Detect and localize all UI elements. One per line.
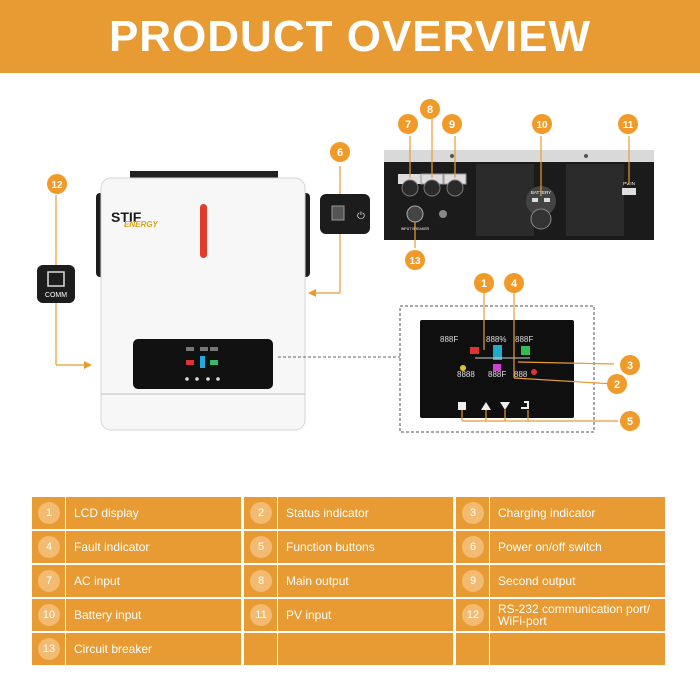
legend-badge: 12: [462, 604, 484, 626]
callout-10: 10: [532, 114, 552, 134]
svg-text:3: 3: [627, 360, 633, 372]
svg-text:6: 6: [337, 147, 343, 159]
lcd-leaders: [461, 293, 618, 422]
lcd-down-button-icon: [500, 402, 510, 410]
svg-text:1: 1: [481, 278, 487, 290]
legend-label: PV input: [278, 599, 456, 631]
legend-badge: 4: [38, 536, 60, 558]
legend-label: [278, 633, 456, 665]
lcd-battery-icon: [521, 346, 530, 355]
lcd-up-button-icon: [481, 402, 491, 410]
brand-logo-line2: ENERGY: [124, 220, 158, 229]
comm-port-detail: COMM: [37, 195, 92, 369]
callout-11: 11: [618, 114, 638, 134]
legend-number-cell: 6: [456, 531, 490, 563]
legend-badge: 10: [38, 604, 60, 626]
product-diagram: STIF ENERGY COMM ⏻: [37, 99, 654, 433]
legend-badge: 11: [250, 604, 272, 626]
lcd-segment: 888F: [440, 335, 458, 344]
lcd-segment: 888F: [515, 335, 533, 344]
callout-8: 8: [420, 99, 440, 119]
svg-text:4: 4: [511, 278, 518, 290]
legend-label: Function buttons: [278, 531, 456, 563]
legend-number-cell: 11: [244, 599, 278, 631]
legend-number-cell: 5: [244, 531, 278, 563]
legend-number-cell: 8: [244, 565, 278, 597]
legend-number-cell: 13: [32, 633, 66, 665]
rear-panel: BATTERY PV IN INPUT BREAKER: [384, 150, 654, 240]
legend-number-cell: 9: [456, 565, 490, 597]
svg-text:5: 5: [627, 416, 633, 428]
legend-label: Charging indicator: [490, 497, 668, 529]
comm-label: COMM: [45, 292, 67, 299]
callout-12: 12: [47, 174, 67, 194]
callout-6: 6: [330, 142, 350, 162]
legend-badge: 13: [38, 638, 60, 660]
svg-text:9: 9: [449, 119, 455, 131]
callout-7: 7: [398, 114, 418, 134]
svg-text:13: 13: [409, 256, 421, 267]
legend-label: Status indicator: [278, 497, 456, 529]
legend-number-cell: 3: [456, 497, 490, 529]
legend-badge: 5: [250, 536, 272, 558]
brand-logo-line1: STIF: [111, 209, 142, 225]
legend-badge: 9: [462, 570, 484, 592]
legend-label: [490, 633, 668, 665]
legend-number-cell: 7: [32, 565, 66, 597]
lcd-inverter-icon: [493, 345, 502, 360]
status-light-bar: [200, 204, 207, 258]
legend-number-cell: 10: [32, 599, 66, 631]
callout-13: 13: [405, 250, 425, 270]
legend-badge: 7: [38, 570, 60, 592]
callout-3: 3: [620, 355, 640, 375]
svg-text:10: 10: [536, 120, 548, 131]
legend-badge: 8: [250, 570, 272, 592]
legend-label: RS-232 communication port/ WiFi-port: [490, 599, 668, 631]
legend-number-cell: 12: [456, 599, 490, 631]
header-banner: PRODUCT OVERVIEW: [0, 0, 700, 73]
legend-table: 1 LCD display 2 Status indicator 3 Charg…: [32, 497, 668, 665]
lcd-segment: 888F: [488, 370, 506, 379]
lcd-menu-button-icon: [458, 402, 466, 410]
legend-number-cell: 4: [32, 531, 66, 563]
lcd-segment: 888: [514, 370, 528, 379]
legend-number-cell: [244, 633, 278, 665]
svg-text:⏻: ⏻: [357, 211, 365, 222]
legend-label: LCD display: [66, 497, 244, 529]
lcd-segment: 8888: [457, 370, 475, 379]
legend-label: Fault indicator: [66, 531, 244, 563]
legend-number-cell: 1: [32, 497, 66, 529]
lcd-grid-icon: [470, 347, 479, 354]
legend-label: Power on/off switch: [490, 531, 668, 563]
lcd-segment: 888%: [486, 335, 506, 344]
legend-label: AC input: [66, 565, 244, 597]
legend-badge: 2: [250, 502, 272, 524]
callout-2: 2: [607, 374, 627, 394]
legend-number-cell: [456, 633, 490, 665]
rear-leaders: [409, 118, 630, 248]
legend-label: Second output: [490, 565, 668, 597]
callout-5: 5: [620, 411, 640, 431]
lcd-enter-button-icon: [521, 401, 529, 409]
legend-badge: 3: [462, 502, 484, 524]
legend-badge: 1: [38, 502, 60, 524]
svg-text:8: 8: [427, 104, 433, 116]
legend-label: Circuit breaker: [66, 633, 244, 665]
callout-1: 1: [474, 273, 494, 293]
callout-4: 4: [504, 273, 524, 293]
callout-9: 9: [442, 114, 462, 134]
legend-label: Battery input: [66, 599, 244, 631]
legend-badge: 6: [462, 536, 484, 558]
svg-text:7: 7: [405, 119, 411, 131]
svg-text:11: 11: [623, 120, 634, 131]
legend-label: Main output: [278, 565, 456, 597]
page-title: PRODUCT OVERVIEW: [108, 12, 592, 61]
legend-number-cell: 2: [244, 497, 278, 529]
power-switch-detail: ⏻: [308, 166, 370, 297]
svg-text:12: 12: [51, 180, 63, 191]
inverter-front: STIF ENERGY: [96, 171, 310, 431]
lcd-detail: 888F 888% 888F 8888 888F 888: [278, 305, 595, 433]
svg-text:2: 2: [614, 379, 620, 391]
